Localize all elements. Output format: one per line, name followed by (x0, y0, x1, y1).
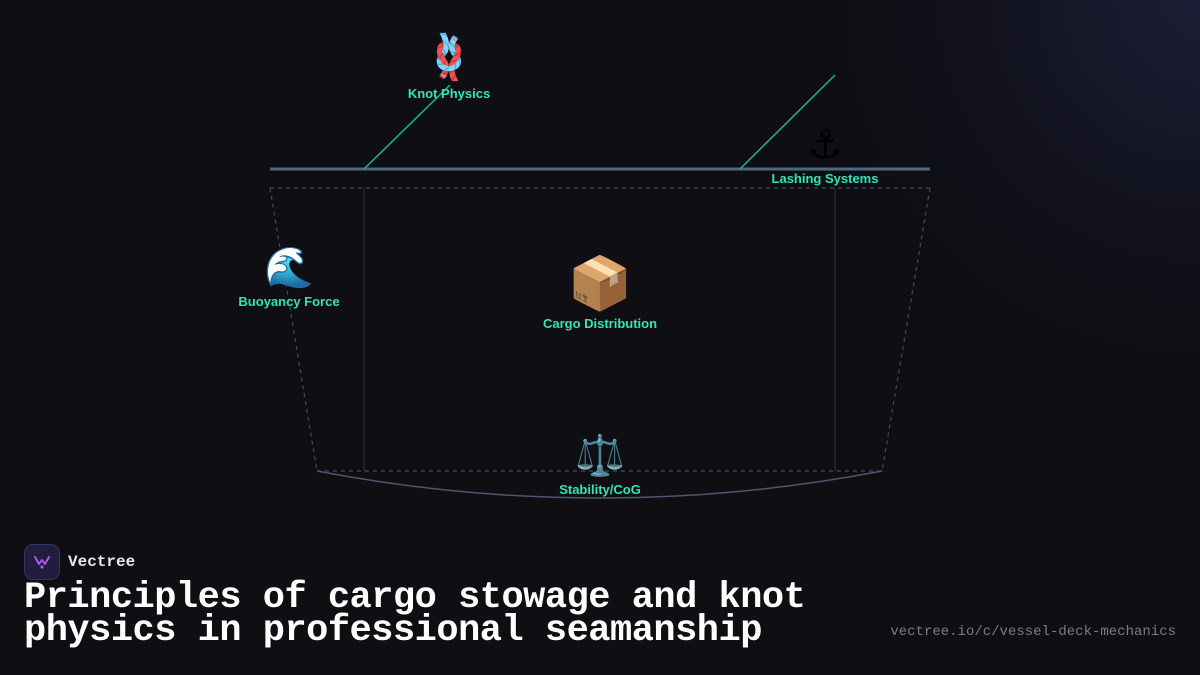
page-title: Principles of cargo stowage and knot phy… (24, 577, 806, 652)
wave-icon: 🌊 (264, 245, 314, 291)
scales-icon: ⚖️ (575, 433, 625, 479)
knot-icon: 🪢 (421, 32, 477, 83)
brand-name: Vectree (68, 553, 136, 571)
hull-right-side (881, 187, 931, 472)
node-label: Lashing Systems (771, 171, 879, 186)
keel-curve (316, 470, 883, 499)
source-url[interactable]: vectree.io/c/vessel-deck-mechanics (890, 624, 1176, 640)
node-stability-cog: ⚖️ Stability/CoG (559, 436, 641, 497)
node-buoyancy-force: 🌊 Buoyancy Force (238, 248, 339, 309)
hull-left-side (269, 187, 318, 472)
node-cargo-distribution: 📦 Cargo Distribution (543, 258, 657, 331)
anchor-icon: ⚓ (807, 122, 843, 168)
node-label: Stability/CoG (559, 482, 641, 497)
package-icon: 📦 (567, 254, 633, 314)
node-label: Buoyancy Force (238, 294, 340, 309)
brand: Vectree (24, 544, 135, 580)
lashing-link-line (739, 74, 836, 170)
vectree-logo-icon (24, 544, 60, 580)
node-knot-physics: 🪢 Knot Physics (407, 32, 491, 102)
node-lashing-systems: ⚓ Lashing Systems (772, 125, 879, 186)
node-label: Knot Physics (407, 86, 491, 101)
node-label: Cargo Distribution (542, 316, 658, 331)
knot-link-line (363, 84, 451, 170)
